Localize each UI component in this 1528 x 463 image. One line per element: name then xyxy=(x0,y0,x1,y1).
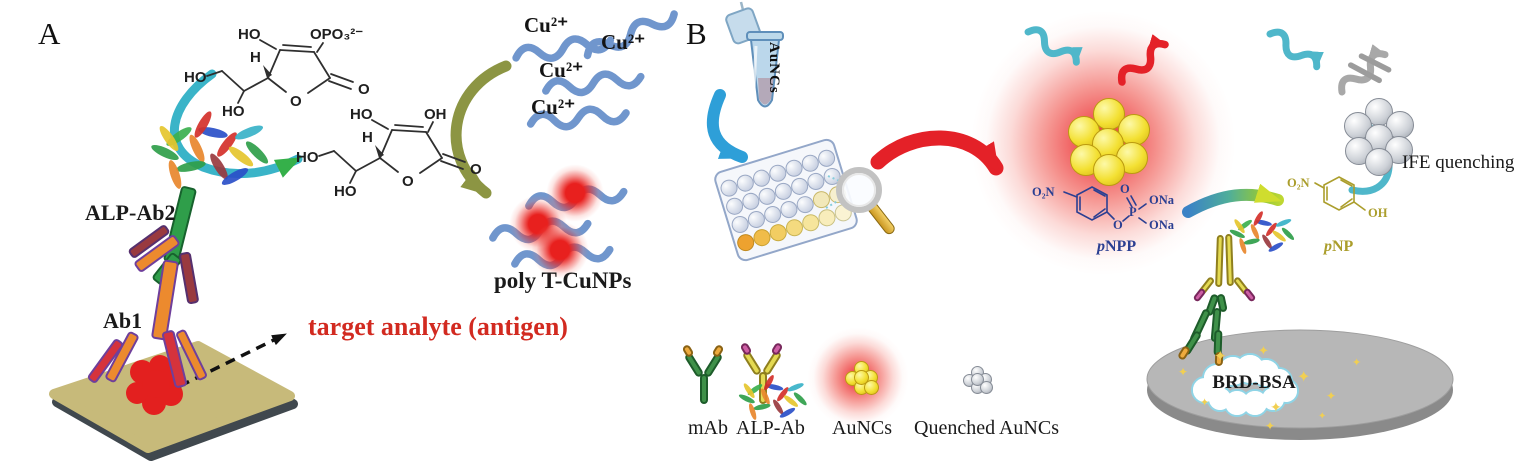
star-icon: ✦ xyxy=(1270,401,1282,416)
alp-ab2-label: ALP-Ab2 xyxy=(85,200,176,225)
atom-label: ONa xyxy=(1149,193,1175,207)
star-icon: ✦ xyxy=(1352,357,1362,369)
star-icon: ✦ xyxy=(1200,397,1210,409)
ribbon-strand xyxy=(233,122,265,143)
cu-ion-label: Cu²⁺ xyxy=(531,95,576,119)
alp-enzyme-ribbon xyxy=(1228,210,1296,255)
brd-bsa-cloud xyxy=(1191,353,1299,417)
emission-wave-arrow xyxy=(1117,34,1169,86)
atom-label: HO xyxy=(222,103,245,120)
gray-sphere xyxy=(1365,148,1393,176)
atom-label: P xyxy=(1129,205,1137,219)
tube-label: AuNCs xyxy=(766,42,782,94)
atom-label: OPO₃²⁻ xyxy=(310,26,363,43)
legend-quenched-label: Quenched AuNCs xyxy=(914,417,1059,439)
cu-ion-label: Cu²⁺ xyxy=(524,13,569,37)
gradient-conversion-arrow xyxy=(1182,183,1284,218)
legend-alp-ribbon xyxy=(737,373,809,421)
ascorbic-phosphate-structure: HO OPO₃²⁻ H HO HO O O xyxy=(184,26,370,120)
ab1-label: Ab1 xyxy=(103,308,143,333)
cunp-dot xyxy=(531,221,589,279)
pnp-label-p: p xyxy=(1324,238,1332,255)
olive-formation-arrow xyxy=(450,60,512,199)
legend-mab-stem xyxy=(700,374,708,404)
target-analyte-label: target analyte (antigen) xyxy=(308,312,568,341)
wedge-bond xyxy=(375,145,384,158)
pnp-label: pNP xyxy=(1324,238,1353,256)
atom-label: HO xyxy=(184,69,207,86)
atom-label: ONa xyxy=(1149,218,1175,232)
legend-mab-label: mAb xyxy=(688,417,728,439)
excitation-wave-arrow xyxy=(1266,28,1324,71)
star-icon: ✦ xyxy=(1178,365,1189,379)
atom-label: O xyxy=(1120,182,1130,196)
pnpp-label: pNPP xyxy=(1097,238,1136,256)
ribbon-strand xyxy=(1243,237,1261,246)
pnp-label-rest: NP xyxy=(1332,238,1354,255)
legend-quenched-cluster xyxy=(963,366,993,396)
legend-aunc-cluster xyxy=(845,361,879,395)
atom-label: HO xyxy=(334,183,357,200)
wedge-bond xyxy=(263,65,272,78)
atom-label: O xyxy=(358,81,370,98)
atom-label: HO xyxy=(350,106,373,123)
blocked-emission-wave-arrow xyxy=(1338,44,1392,96)
panel-a-label: A xyxy=(38,16,61,51)
atom-label: O₂N xyxy=(1032,185,1055,199)
atom-label: OH xyxy=(424,106,447,123)
atom-label: O xyxy=(1113,218,1123,232)
cu-ion-label: Cu²⁺ xyxy=(539,58,584,82)
atom-label: O xyxy=(470,161,482,178)
star-icon: ✦ xyxy=(1318,411,1327,422)
ribbon-strand xyxy=(752,402,771,412)
red-reaction-arrow xyxy=(870,130,1004,176)
atom-label: OH xyxy=(1368,206,1388,220)
atom-label: H xyxy=(250,49,261,66)
pnp-structure: O₂N OH xyxy=(1287,176,1388,220)
legend-auncs-label: AuNCs xyxy=(832,417,893,439)
panel-a-graphics xyxy=(49,10,678,461)
atom-label: HO xyxy=(296,149,319,166)
star-icon: ✦ xyxy=(1214,349,1227,365)
atom-label: O xyxy=(402,173,414,190)
ife-quenching-label: IFE quenching xyxy=(1402,152,1515,173)
aunc-cluster xyxy=(1068,98,1150,186)
ascorbic-acid-structure: HO OH H HO HO O O xyxy=(296,106,482,200)
gray-sphere xyxy=(971,373,984,386)
poly-t-strands-top xyxy=(512,10,678,131)
poly-t-cunps-label: poly T-CuNPs xyxy=(494,268,632,293)
ribbon-strand xyxy=(175,158,207,175)
gold-sphere xyxy=(1093,154,1125,186)
brd-bsa-label: BRD-BSA xyxy=(1212,372,1296,393)
aunc-tube-icon xyxy=(725,1,784,108)
pnpp-label-p: p xyxy=(1097,238,1105,255)
atom-label: O xyxy=(290,93,302,110)
excitation-wave-arrow xyxy=(1024,26,1083,66)
panel-b-label: B xyxy=(686,16,707,51)
star-icon: ✦ xyxy=(1258,343,1269,358)
cu-ion-label: Cu²⁺ xyxy=(601,30,646,54)
gray-sphere xyxy=(980,381,993,394)
atom-label: HO xyxy=(238,26,261,43)
pnpp-structure: O₂N O P ONa ONa O xyxy=(1032,182,1175,232)
gold-sphere xyxy=(854,370,869,385)
star-icon: ✦ xyxy=(1265,419,1276,433)
star-icon: ✦ xyxy=(1297,369,1311,386)
atom-label: O₂N xyxy=(1287,176,1310,190)
atom-label: H xyxy=(362,129,373,146)
gold-sphere xyxy=(864,380,879,395)
blue-dispense-arrow xyxy=(706,89,748,163)
alp-enzyme-ribbon xyxy=(148,109,271,191)
microplate xyxy=(714,138,858,262)
legend-alp-ab-label: ALP-Ab xyxy=(736,417,805,439)
quenched-aunc-cluster xyxy=(1342,98,1416,178)
star-icon: ✦ xyxy=(1326,389,1337,403)
magnifier-icon xyxy=(836,167,895,235)
pnpp-label-rest: NPP xyxy=(1105,238,1137,255)
